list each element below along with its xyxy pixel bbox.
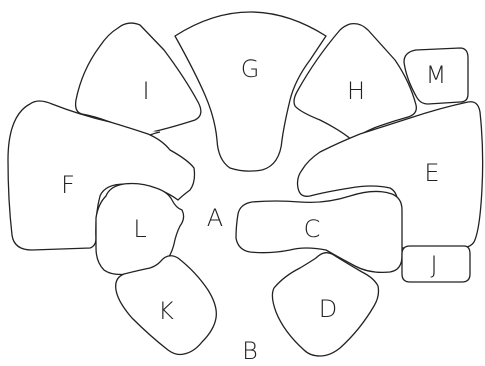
label-E: E [424,159,439,187]
piece-J [401,245,471,283]
label-H: H [347,77,365,105]
label-I: I [142,77,149,105]
piece-G [174,11,327,172]
label-A: A [207,204,223,232]
label-B: B [242,337,258,365]
piece-E [296,101,484,249]
label-K: K [158,297,174,325]
piece-L [95,182,185,276]
label-G: G [241,55,260,83]
label-C: C [304,215,321,243]
piece-C [235,190,403,274]
piece-K [115,255,217,356]
piece-D [271,252,380,357]
label-M: M [426,61,447,89]
label-J: J [430,251,437,279]
label-F: F [61,171,75,199]
piece-M [403,47,469,105]
label-L: L [133,215,146,243]
label-D: D [319,295,337,323]
